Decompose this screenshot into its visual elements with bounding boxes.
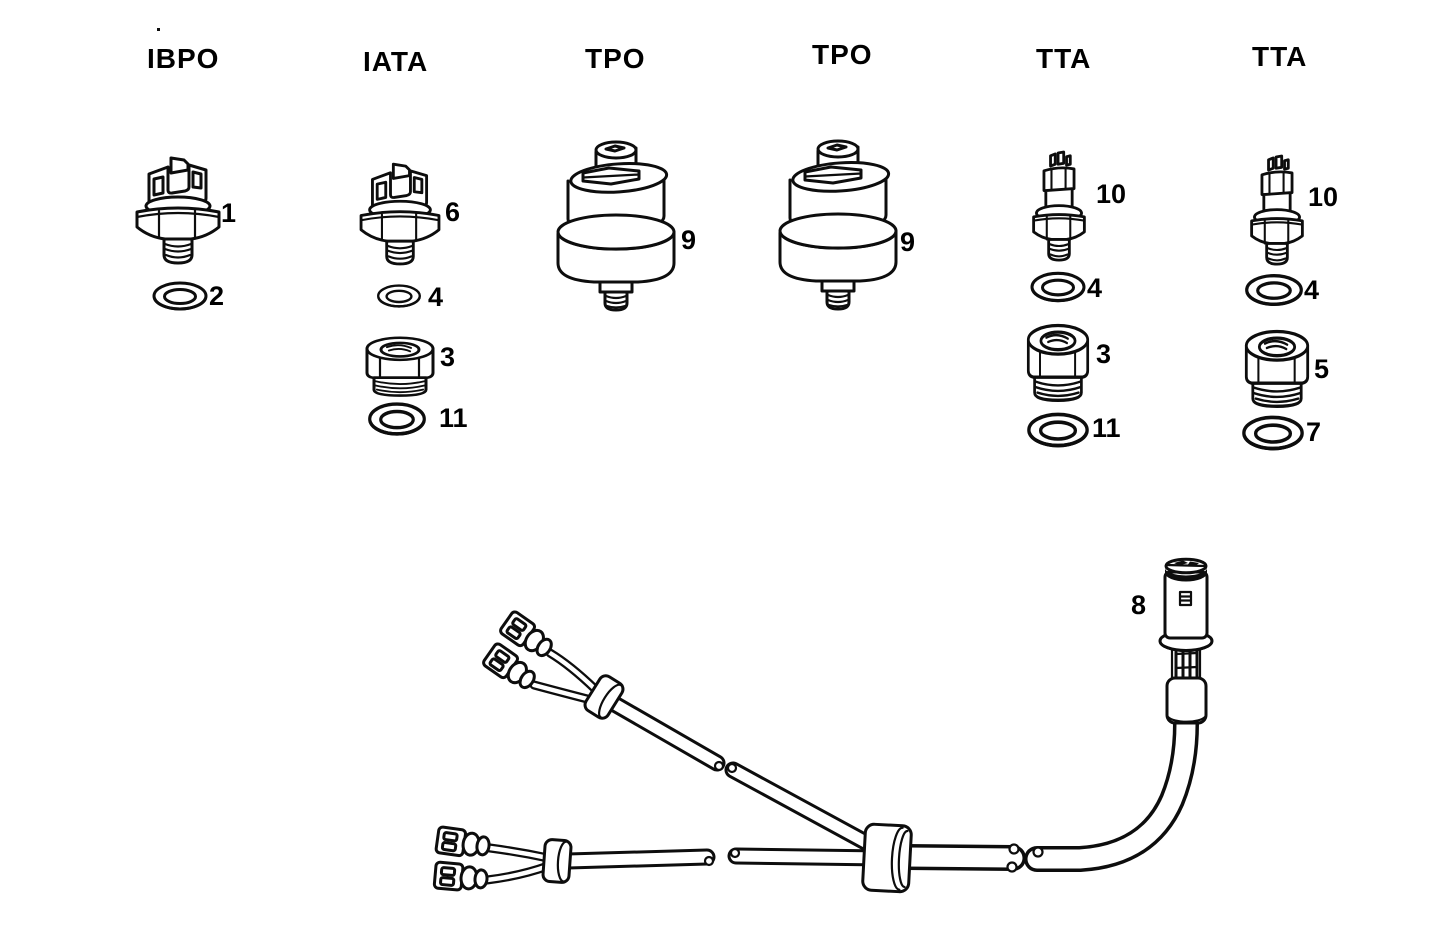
seal-washer-drawing [1245,274,1303,306]
part-ref-4: 4 [1087,273,1103,303]
part-ref-1: 1 [221,198,237,228]
column-header-iata: IATA [363,46,429,77]
scan-speck [157,28,160,31]
part-ref-7: 7 [1306,417,1322,447]
adapter-sleeve-drawing [1244,329,1310,408]
round-connector-drawing [1158,557,1214,725]
wiring-harness-drawing [432,557,1214,894]
column-header-tpo-1: TPO [585,43,646,74]
column-header-tpo-2: TPO [812,39,873,70]
cable-break-mark [1006,861,1018,873]
part-ref-6: 6 [445,197,461,227]
cable-break-mark [1008,843,1020,855]
part-ref-11: 11 [439,403,468,433]
part-ref-2: 2 [209,281,225,311]
column-header-tta-1: TTA [1036,43,1092,74]
part-ref-10: 10 [1096,179,1127,209]
part-ref-4: 4 [428,282,444,312]
harness-sleeve [583,674,625,720]
part-ref-9: 9 [681,225,697,255]
harness-wires [482,648,600,885]
column-header-ibpo: IBPO [147,43,220,74]
cable-break-mark [713,760,725,772]
temperature-sensor-drawing [1250,154,1304,266]
spade-terminal-drawing [432,860,490,894]
seal-washer-drawing [1027,412,1089,448]
temperature-switch-drawing [359,162,441,266]
pressure-sender-drawing [778,139,898,311]
seal-washer-drawing [1242,415,1304,451]
seal-washer-drawing [1030,271,1086,303]
part-ref-3: 3 [440,342,456,372]
part-ref-11: 11 [1092,413,1121,443]
adapter-sleeve-drawing [1026,323,1090,402]
part-ref-5: 5 [1314,354,1330,384]
pressure-switch-drawing [135,156,221,265]
seal-washer-drawing [152,281,208,311]
harness-junction-sleeve [861,822,913,894]
adapter-sleeve-drawing [365,336,435,398]
cable-break-mark [703,855,715,867]
temperature-sensor-drawing [1032,150,1086,262]
part-ref-3: 3 [1096,339,1112,369]
part-ref-10: 10 [1308,182,1339,212]
cable-break-mark [726,762,738,774]
harness-cables [559,690,1199,873]
spade-terminal-drawing [434,825,493,862]
pressure-sender-drawing [556,140,676,312]
seal-washer-drawing [377,284,421,308]
seal-washer-drawing [367,402,427,436]
part-ref-9: 9 [900,227,916,257]
harness-sleeve [541,838,573,884]
part-ref-4: 4 [1304,275,1320,305]
column-header-tta-2: TTA [1252,41,1308,72]
part-ref-8: 8 [1131,590,1147,620]
cable-break-mark [729,847,741,859]
cable-break-mark [1032,846,1044,858]
